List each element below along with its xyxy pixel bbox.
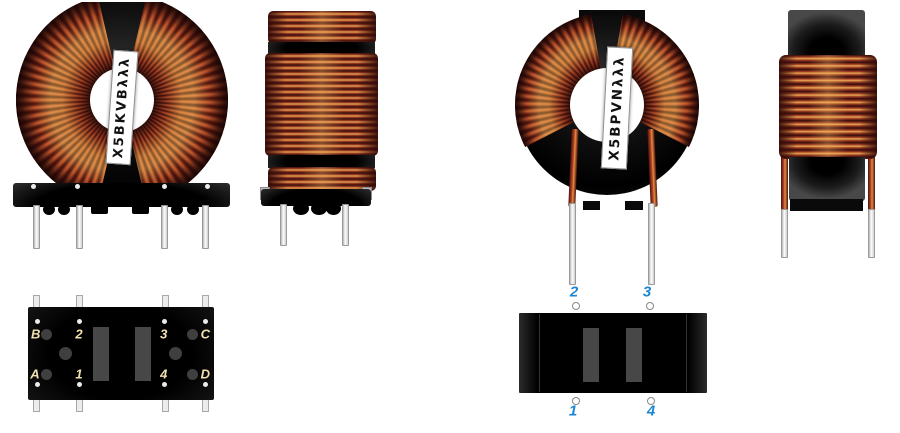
pin-label: 1 — [75, 366, 83, 382]
solder-pad — [326, 202, 341, 215]
core-slot — [92, 326, 109, 381]
solder-pad — [91, 205, 108, 214]
choke-b-side-view — [779, 5, 879, 260]
core-bottom-tab — [582, 201, 600, 210]
through-hole-pin — [76, 205, 84, 249]
base-rivet-dot — [204, 183, 210, 189]
pin-hole-dot — [34, 381, 40, 387]
pin-hole-dot — [161, 319, 167, 325]
choke-b-bottom-view: 2 3 1 4 — [515, 283, 713, 433]
pin-hole-dot — [203, 319, 209, 325]
base-rivet-dot — [30, 183, 36, 189]
choke-a-front-view: X5BKVBλλλ — [2, 2, 247, 258]
lead-pin-right — [647, 203, 655, 285]
pin-label: A — [30, 366, 40, 382]
pin-hole-dot — [161, 381, 167, 387]
lead-pin-left — [569, 203, 576, 285]
core-top — [788, 10, 865, 56]
solder-pad — [132, 205, 149, 214]
base-rivet-dot — [74, 183, 80, 189]
through-hole-pin — [202, 205, 210, 249]
base-bottom-face — [519, 313, 707, 393]
pin-pad-marker — [571, 397, 580, 406]
mold-circle — [41, 328, 53, 340]
winding-band — [779, 55, 877, 159]
through-hole-pin — [342, 204, 349, 246]
pin-hole-dot — [76, 319, 82, 325]
pin-stub — [32, 399, 40, 412]
pin-label: C — [200, 326, 210, 342]
mold-circle — [58, 346, 72, 360]
body-edge-line — [686, 314, 687, 392]
pin-pad-marker — [571, 302, 580, 311]
through-hole-pin — [161, 205, 168, 249]
choke-a-side-view — [260, 3, 388, 248]
core-slot — [625, 327, 642, 382]
pin-label: 3 — [160, 326, 168, 342]
pin-label: B — [30, 326, 41, 342]
mold-circle — [169, 346, 183, 360]
pin-label: 2 — [75, 326, 83, 342]
choke-a-base — [13, 183, 230, 207]
pin-stub — [75, 399, 83, 412]
core-gap — [268, 42, 375, 54]
through-hole-pin — [280, 204, 287, 246]
pin-number: 2 — [569, 283, 579, 301]
winding-section-middle — [265, 53, 378, 156]
pin-number: 1 — [568, 402, 578, 420]
lead-pin-right — [867, 209, 875, 258]
copper-lead-left — [780, 153, 788, 211]
choke-a-base-side — [261, 189, 371, 206]
copper-lead-right — [867, 153, 875, 211]
base-rivet-dot — [161, 183, 167, 189]
core-bottom-band — [790, 199, 863, 211]
winding-section-top — [268, 11, 376, 44]
pin-hole-dot — [203, 381, 209, 387]
choke-b-front-view: X5BPVNλλλ — [495, 3, 720, 291]
body-edge-line — [539, 314, 540, 392]
mold-circle — [187, 368, 199, 380]
solder-pad — [311, 202, 327, 215]
solder-pad — [171, 204, 183, 215]
pin-stub — [161, 399, 169, 412]
marking-text-a: X5BKVBλλλ — [110, 55, 133, 159]
solder-pad — [58, 204, 70, 215]
base-bottom-face — [28, 307, 214, 400]
pin-number: 4 — [646, 402, 656, 420]
marking-text-b: X5BPVNλλλ — [606, 54, 628, 161]
lead-pin-left — [780, 209, 788, 258]
core-bottom — [789, 157, 865, 201]
pin-label: 4 — [160, 366, 168, 382]
pin-number: 3 — [642, 283, 652, 301]
solder-pad — [187, 204, 199, 215]
core-bottom-tab — [625, 201, 643, 210]
choke-a-bottom-view: B 2 3 C A 1 4 D — [28, 293, 216, 415]
solder-pad — [293, 202, 309, 215]
through-hole-pin — [32, 205, 40, 249]
winding-section-bottom — [268, 167, 376, 191]
pin-label: D — [200, 366, 210, 382]
pin-stub — [202, 399, 210, 412]
solder-pad — [43, 204, 55, 215]
pin-pad-marker — [646, 302, 655, 311]
core-slot — [134, 326, 151, 381]
core-slot — [582, 327, 599, 382]
mold-circle — [187, 328, 199, 340]
pin-hole-dot — [34, 319, 40, 325]
mold-circle — [41, 368, 53, 380]
pin-pad-marker — [647, 397, 655, 406]
pin-hole-dot — [76, 381, 82, 387]
core-gap — [268, 155, 375, 168]
